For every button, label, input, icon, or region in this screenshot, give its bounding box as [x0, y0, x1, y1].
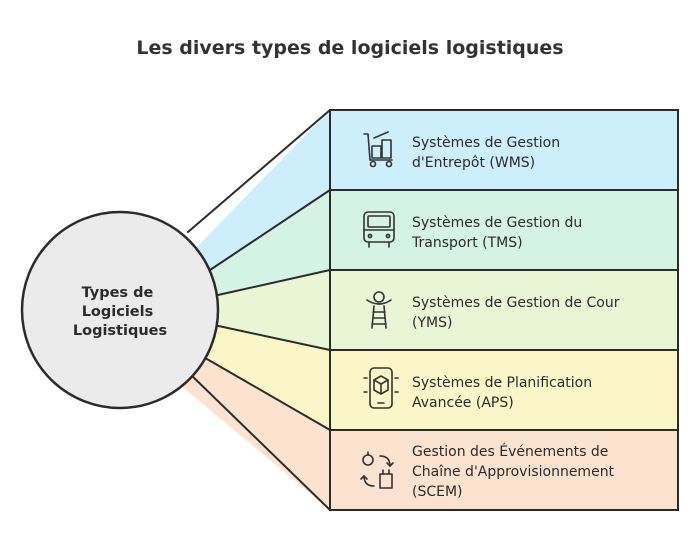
connector-scem [180, 355, 330, 510]
band-scem-label: Gestion des Événements de Chaîne d'Appro… [412, 443, 619, 500]
band-yms-label: Systèmes de Gestion de Cour (YMS) [412, 295, 624, 331]
band-yms: Systèmes de Gestion de Cour (YMS) [329, 269, 679, 351]
mobile-box-icon [363, 367, 399, 409]
connector-wms [188, 110, 330, 270]
hub: Types de Logiciels Logistiques [20, 210, 220, 410]
yard-ladder-icon [366, 291, 392, 329]
warehouse-trolley-icon [363, 131, 393, 168]
hub-label: Types de Logiciels Logistiques [73, 285, 167, 339]
band-aps: Systèmes de Planification Avancée (APS) [329, 349, 679, 431]
band-aps-label: Systèmes de Planification Avancée (APS) [412, 375, 597, 411]
band-wms-label: Systèmes de Gestion d'Entrepôt (WMS) [412, 135, 565, 171]
band-scem-box [329, 429, 679, 511]
connectors [180, 109, 331, 511]
connector-tms [210, 190, 330, 295]
band-tms-label: Systèmes de Gestion du Transport (TMS) [411, 215, 587, 251]
band-wms-box [329, 109, 679, 191]
bus-icon [363, 211, 395, 248]
band-scem: Gestion des Événements de Chaîne d'Appro… [329, 429, 679, 511]
diagram-title: Les divers types de logiciels logistique… [136, 37, 563, 59]
band-yms-box [329, 269, 679, 351]
band-wms: Systèmes de Gestion d'Entrepôt (WMS) [329, 109, 679, 191]
hub-circle [20, 210, 220, 410]
supply-chain-cycle-icon [360, 451, 394, 489]
band-tms: Systèmes de Gestion du Transport (TMS) [329, 189, 679, 271]
connector-aps [200, 325, 330, 430]
